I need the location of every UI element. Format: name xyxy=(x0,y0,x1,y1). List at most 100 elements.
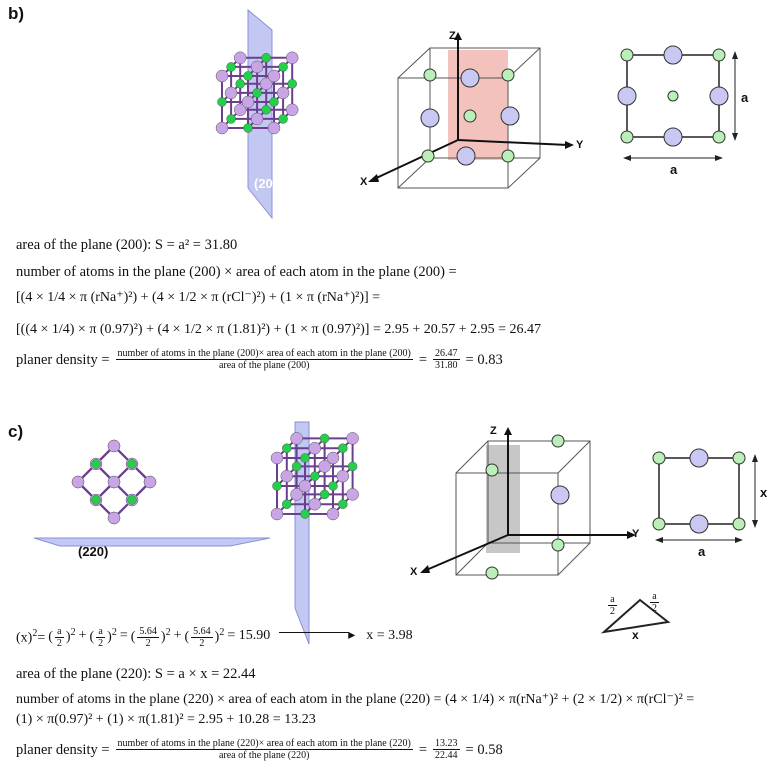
lattice-atom xyxy=(267,69,281,83)
lattice-atom xyxy=(243,71,253,81)
plane-200-face-view xyxy=(617,45,738,161)
cube-220-diagram xyxy=(420,427,636,580)
plane-200-label: (200) xyxy=(254,176,285,191)
lattice-atom xyxy=(226,62,236,72)
nacl-lattice-220-diamond xyxy=(33,439,270,547)
density-200-value-den: 31.80 xyxy=(435,360,458,371)
lattice-atom xyxy=(285,103,299,117)
axis-z-label-c: Z xyxy=(490,425,497,437)
eq1-200: [(4 × 1/4 × π (rNa⁺)²) + (4 × 1/2 × π (r… xyxy=(16,290,381,305)
lattice-atom xyxy=(107,439,121,453)
lattice-atom xyxy=(127,495,137,505)
lattice-atom xyxy=(217,97,227,107)
lattice-atom xyxy=(310,471,320,481)
density-200-result: = 0.83 xyxy=(465,351,503,368)
lattice-atom xyxy=(300,453,310,463)
axis-y-label-c: Y xyxy=(632,528,640,540)
lattice-atom xyxy=(143,475,157,489)
lattice-atom xyxy=(270,507,284,521)
lattice-atom xyxy=(285,51,299,65)
lattice-atom xyxy=(71,475,85,489)
lattice-atom xyxy=(336,469,350,483)
lattice-atom xyxy=(127,459,137,469)
dim-a-label-c: a xyxy=(698,544,706,559)
section-c-label: c) xyxy=(8,422,24,441)
lattice-atom xyxy=(282,499,292,509)
eq2-200: [((4 × 1/4) × π (0.97)²) + (4 × 1/2 × π … xyxy=(16,322,542,337)
axis-y-label: Y xyxy=(576,139,584,151)
density-200-prefix: planer density = xyxy=(16,351,110,368)
lattice-atom xyxy=(269,97,279,107)
lattice-atom xyxy=(243,123,253,133)
lattice-atom xyxy=(280,469,294,483)
lattice-atom xyxy=(107,475,121,489)
density-220-value-num: 13.23 xyxy=(433,738,460,750)
dim-x-label: x xyxy=(760,485,768,500)
lattice-atom xyxy=(270,451,284,465)
lattice-atom xyxy=(338,499,348,509)
dim-a-bottom: a xyxy=(670,162,678,177)
lattice-atom xyxy=(282,443,292,453)
section-b-label: b) xyxy=(8,4,25,23)
lattice-atom xyxy=(291,461,302,472)
plane-220-label: (220) xyxy=(78,544,109,559)
lattice-atom xyxy=(261,105,271,115)
density-220-prefix: planer density = xyxy=(16,741,110,758)
lattice-atom xyxy=(215,69,229,83)
lattice-atom xyxy=(233,51,247,65)
lattice-atom xyxy=(224,86,238,100)
lattice-atom xyxy=(319,489,330,500)
lattice-atom xyxy=(250,60,264,74)
lattice-atom xyxy=(326,507,340,521)
lattice-atom xyxy=(267,121,281,135)
density-220-numerator: number of atoms in the plane (220)× area… xyxy=(115,738,413,750)
lattice-atom xyxy=(287,79,297,89)
density-200-value-fraction: 26.47 31.80 xyxy=(433,348,460,371)
atoms-220-eq2: (1) × π(0.97)² + (1) × π(1.81)² = 2.95 +… xyxy=(16,712,316,727)
density-200-numerator: number of atoms in the plane (200)× area… xyxy=(115,348,413,360)
lattice-atom xyxy=(235,79,245,89)
axis-x-label-c: X xyxy=(410,566,418,578)
lattice-atom xyxy=(252,88,262,98)
area-200-text: area of the plane (200): S = a² = 31.80 xyxy=(16,237,238,253)
atoms-200-line: number of atoms in the plane (200) × are… xyxy=(16,264,457,280)
lattice-atom xyxy=(298,479,312,493)
cube-200-diagram xyxy=(368,32,574,189)
lattice-atom xyxy=(338,443,348,453)
lattice-atom xyxy=(250,112,264,126)
x-result: x = 3.98 xyxy=(366,627,413,643)
atoms-220-line: number of atoms in the plane (220) × are… xyxy=(16,690,694,710)
lattice-atom xyxy=(308,497,322,511)
lattice-atom xyxy=(107,511,121,525)
lattice-atom xyxy=(290,488,303,501)
lattice-atom xyxy=(272,481,282,491)
lattice-atom xyxy=(91,459,101,469)
atoms-220-text: number of atoms in the plane (220) × are… xyxy=(16,692,442,707)
lattice-atom xyxy=(241,95,255,109)
axis-z-label: Z xyxy=(449,30,456,42)
lattice-atom xyxy=(91,495,101,505)
lattice-atom xyxy=(346,488,359,501)
x-squared-value: = 15.90 xyxy=(227,627,271,643)
lattice-atom xyxy=(278,62,288,72)
density-220-value-den: 22.44 xyxy=(435,750,458,761)
dim-a-right: a xyxy=(741,90,749,105)
right-triangle xyxy=(600,598,671,634)
nacl-lattice-220-cube xyxy=(270,421,359,645)
density-200-fraction: number of atoms in the plane (200)× area… xyxy=(115,348,413,371)
lattice-atom xyxy=(326,451,340,465)
axis-x-label: X xyxy=(360,176,368,188)
lattice-atom xyxy=(347,461,358,472)
lattice-atom xyxy=(319,433,330,444)
lattice-atom xyxy=(328,481,338,491)
lattice-atom xyxy=(226,114,236,124)
density-220-line: planer density = number of atoms in the … xyxy=(16,738,503,761)
lattice-atom xyxy=(278,114,288,124)
density-200-value-num: 26.47 xyxy=(433,348,460,360)
density-220-result: = 0.58 xyxy=(465,741,503,758)
lattice-atom xyxy=(215,121,229,135)
lattice-atom xyxy=(290,432,303,445)
